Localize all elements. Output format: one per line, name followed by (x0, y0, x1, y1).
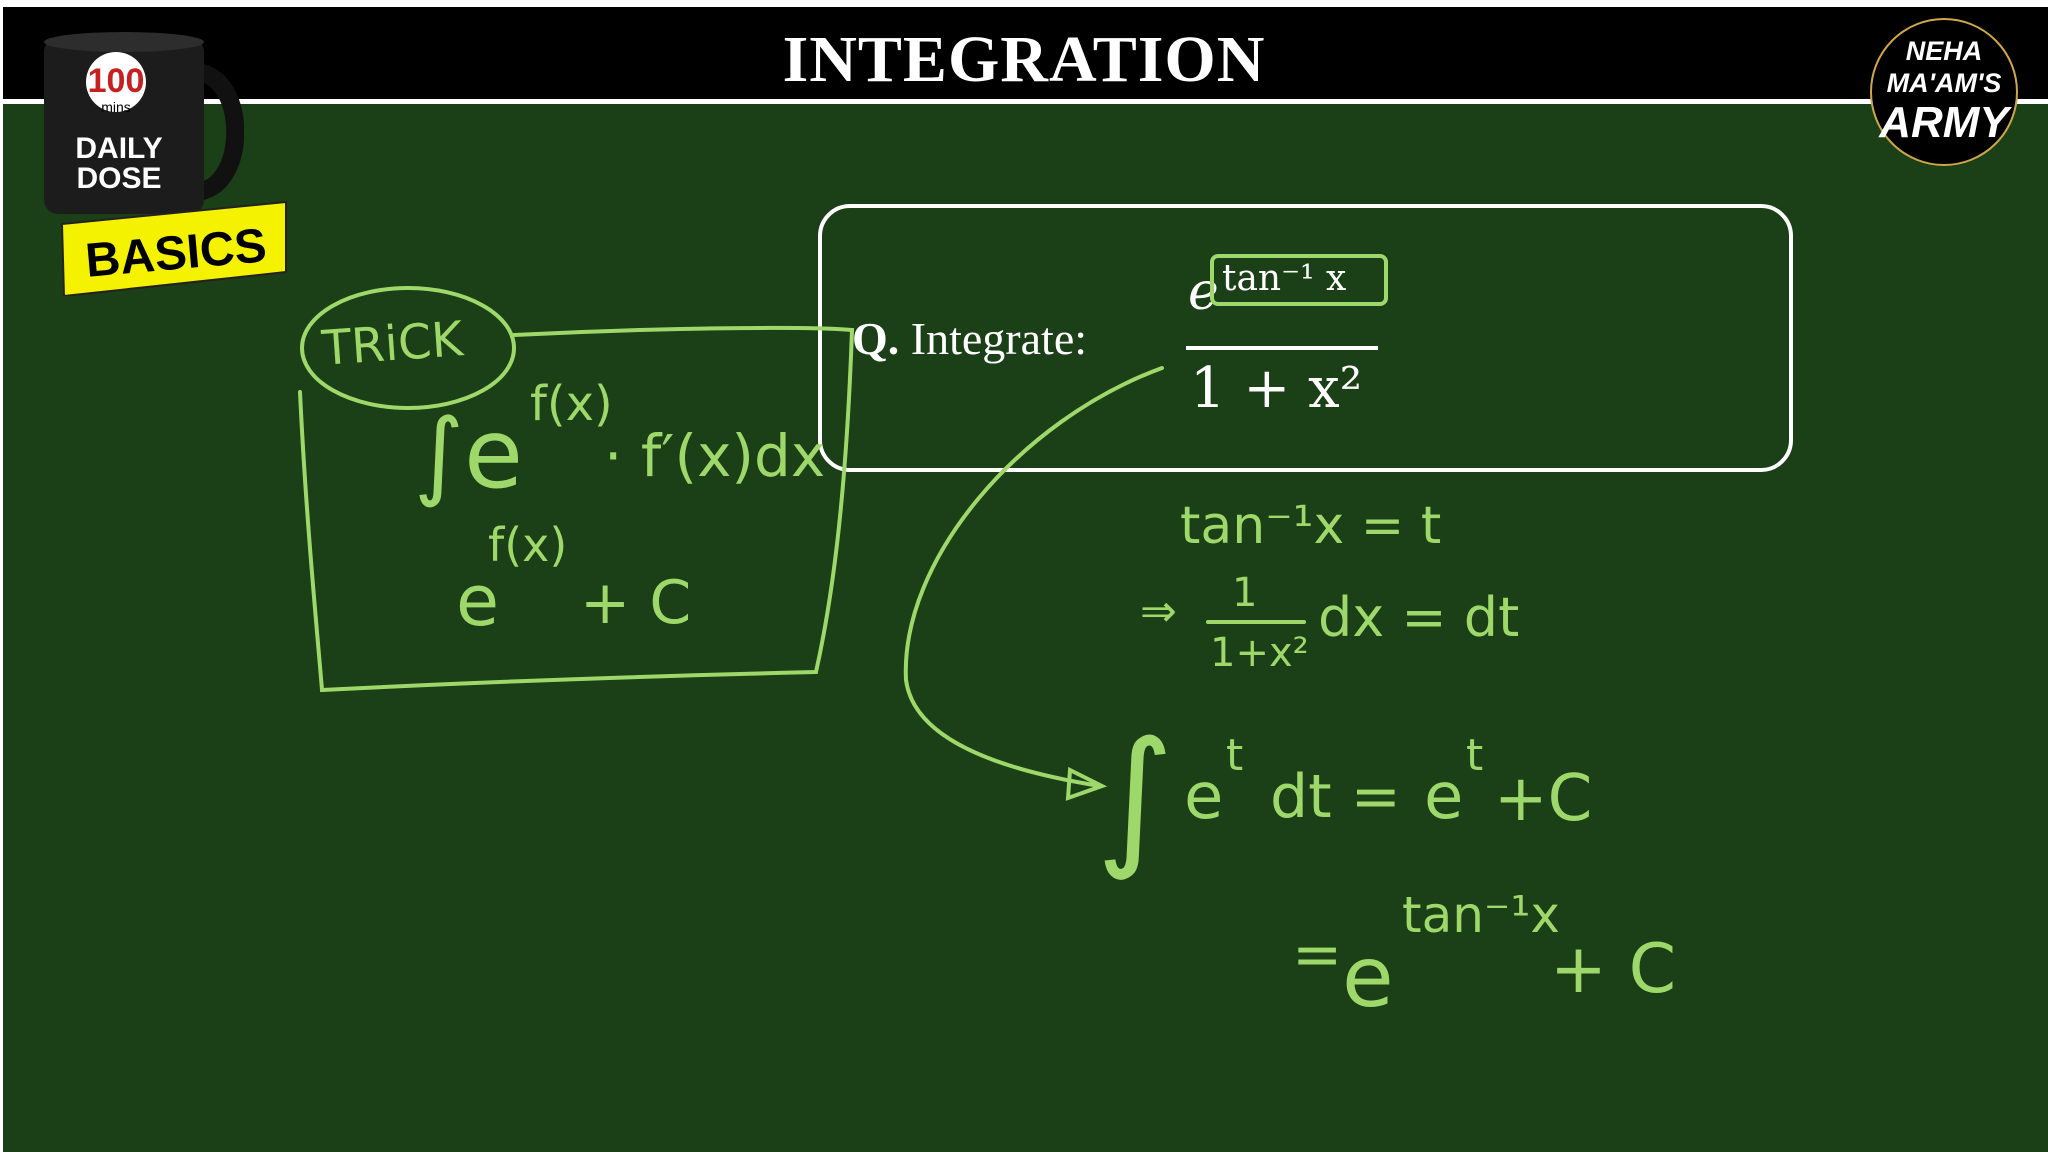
army-line1: NEHA (1905, 36, 1983, 66)
trick-box (298, 325, 855, 693)
mug-unit: mins (101, 99, 131, 115)
final-tail: + C (1550, 930, 1677, 1009)
integral-exponent: t (1226, 730, 1244, 781)
army-line2: MA'AM'S (1886, 68, 2002, 98)
title-bar (0, 0, 2048, 104)
trick-result-exponent: f(x) (488, 518, 568, 572)
derivative-denominator: 1+x² (1210, 630, 1309, 676)
derivative-rest: dx = dt (1318, 586, 1520, 649)
final-exponent: tan⁻¹x (1402, 886, 1560, 944)
trick-result-tail: + C (580, 568, 692, 638)
question-label: Q. Integrate: (852, 312, 1087, 365)
final-base: e (1342, 928, 1394, 1026)
page-title: INTEGRATION (782, 23, 1266, 96)
integral-base: e (1184, 760, 1224, 834)
daily-dose-mug-logo: 100 mins DAILY DOSE (44, 32, 244, 214)
question-box (818, 204, 1793, 472)
numerator-exponent: tan⁻¹ x (1222, 258, 1347, 299)
question-prefix: Q. (852, 313, 900, 364)
arrow-head (1065, 766, 1108, 801)
substitution-step: tan⁻¹x = t (1180, 496, 1442, 556)
trick-exponent: f(x) (530, 376, 613, 432)
question-text: Integrate: (910, 313, 1088, 364)
trick-label: TRiCK (320, 311, 465, 377)
final-equals: = (1292, 920, 1343, 990)
arrow-curve (903, 366, 1164, 788)
mug-number: 100 (88, 62, 145, 100)
integral-result-base: e (1424, 760, 1464, 834)
neha-maams-army-logo: NEHA MA'AM'S ARMY (1870, 18, 2018, 166)
trick-tail: · f′(x)dx (604, 422, 826, 490)
integral-rest: dt = (1270, 762, 1401, 832)
trick-result-base: e (456, 560, 500, 642)
trick-circle (300, 286, 516, 410)
mug-line1: DAILY (75, 132, 162, 165)
fraction-bar (1186, 346, 1378, 350)
integral-sign: ∫ (1096, 710, 1175, 884)
integral-result-exponent: t (1466, 730, 1484, 781)
integral-result-tail: +C (1494, 762, 1593, 836)
army-line3: ARMY (1879, 98, 2009, 147)
mug-line2: DOSE (76, 162, 161, 195)
denominator: 1 + x² (1190, 356, 1363, 421)
basics-tag (60, 200, 287, 296)
trick-integrand: ∫e (414, 398, 524, 510)
implies-symbol: ⇒ (1140, 586, 1177, 637)
exponent-highlight (1210, 254, 1388, 306)
derivative-numerator: 1 (1232, 570, 1258, 616)
